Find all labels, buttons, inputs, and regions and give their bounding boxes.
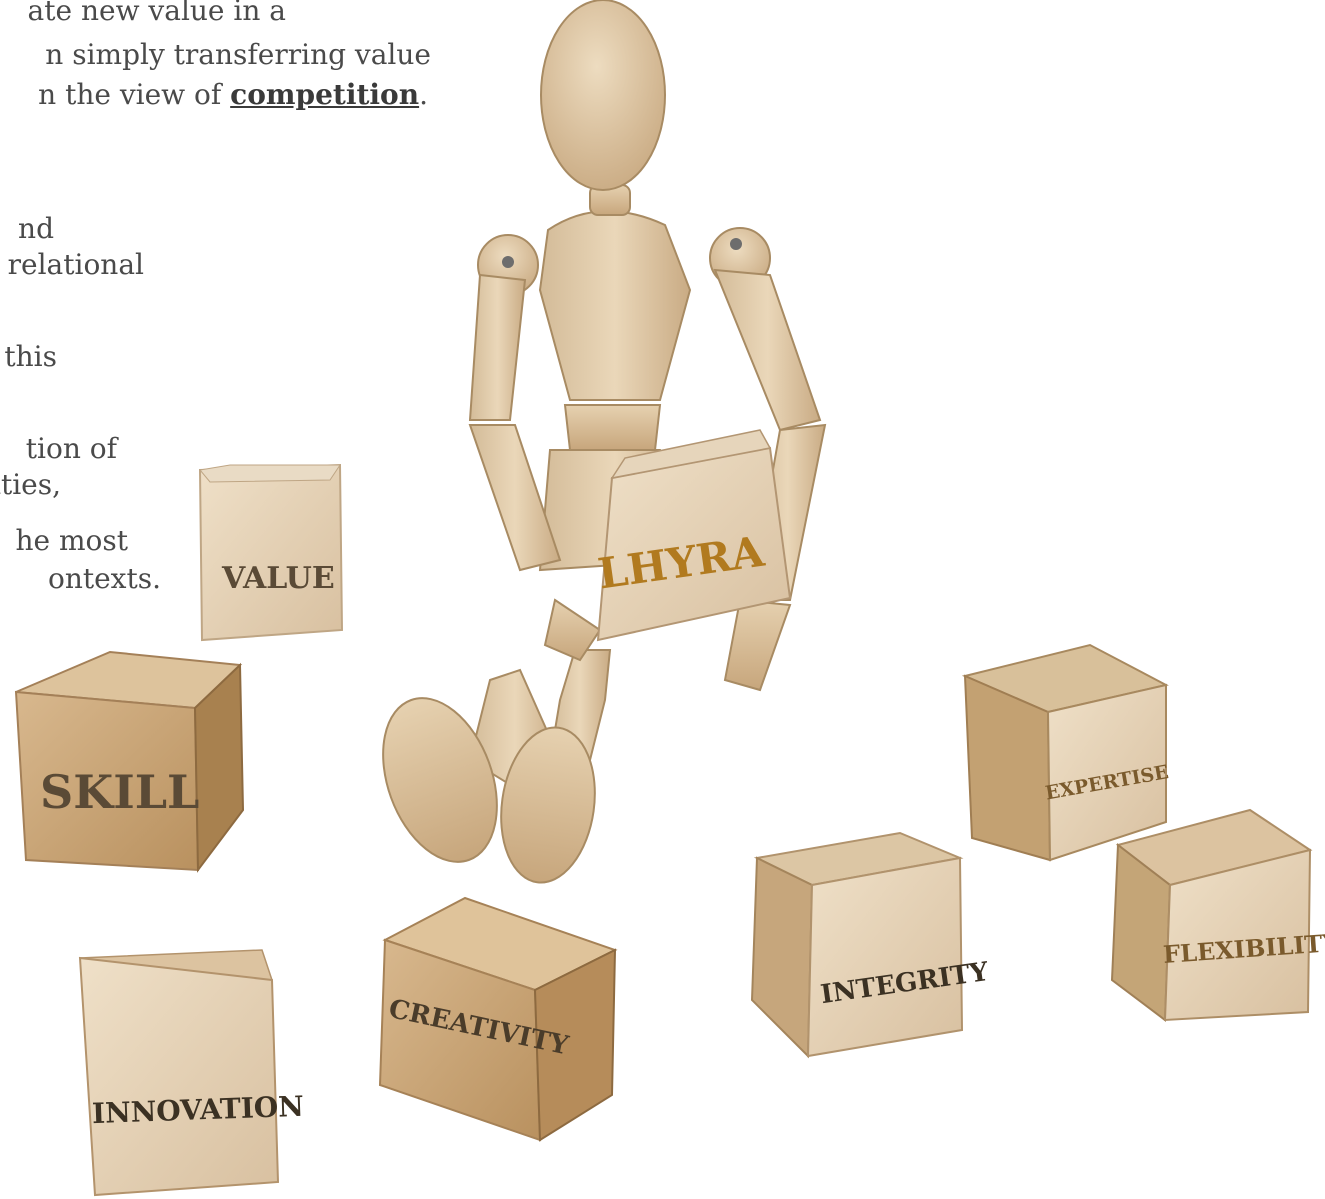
flexibility-block: FLEXIBILITY xyxy=(1110,808,1325,1022)
mannequin-hand-right xyxy=(723,598,792,692)
expertise-block: EXPERTISE xyxy=(961,643,1170,862)
text-line: relational xyxy=(7,248,144,281)
shoulder-pin xyxy=(502,256,514,268)
text-line: he most xyxy=(15,524,128,557)
text-line: n the view of xyxy=(38,78,222,111)
skill-label: SKILL xyxy=(40,765,199,819)
lhyra-block: LHYRA xyxy=(595,429,792,642)
mannequin-waist xyxy=(563,404,662,451)
mannequin-torso xyxy=(538,210,692,401)
text-line: tion of xyxy=(25,432,117,465)
mannequin-arm-left-lower xyxy=(468,424,562,572)
mannequin-hand-left xyxy=(543,598,602,662)
text-line: ontexts. xyxy=(47,562,161,595)
mannequin-foot-right xyxy=(500,726,596,884)
shoulder-pin xyxy=(730,238,742,250)
mannequin-head xyxy=(540,0,666,191)
mannequin-arm-left-upper xyxy=(468,273,527,421)
value-block: VALUE xyxy=(198,463,344,642)
period: . xyxy=(419,78,428,111)
mannequin-arm-right-upper xyxy=(713,268,822,432)
innovation-block: INNOVATION xyxy=(78,949,304,1197)
text-line: nd xyxy=(18,212,54,245)
mannequin-foot-left xyxy=(382,697,498,863)
text-line: ities, xyxy=(0,468,61,501)
value-label: VALUE xyxy=(221,561,335,596)
creativity-block: CREATIVITY xyxy=(378,896,618,1142)
text-line: n simply transferring value xyxy=(45,38,431,71)
integrity-block: INTEGRITY xyxy=(750,831,991,1059)
text-line: ate new value in a xyxy=(27,0,286,27)
innovation-label: INNOVATION xyxy=(91,1090,304,1130)
text-line: this xyxy=(4,340,57,373)
skill-block: SKILL xyxy=(14,650,245,873)
competition-link[interactable]: competition xyxy=(230,78,420,111)
text-line-with-link: n the view of competition. xyxy=(38,76,428,114)
